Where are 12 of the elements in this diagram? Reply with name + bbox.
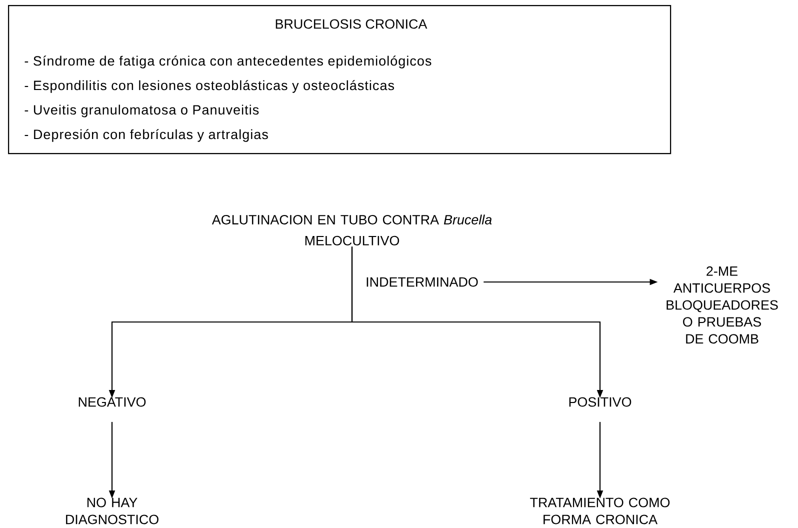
alternative-tests-text: 2-ME ANTICUERPOS BLOQUEADORES O PRUEBAS DE COOMB — [666, 266, 778, 344]
outcome-text: NO HAY DIAGNOSTICO — [66, 498, 158, 524]
list-item: - Síndrome de fatiga crónica con antecedentes epidemiológicos — [24, 56, 432, 68]
list-item: - Depresión con febrículas y artralgias — [24, 129, 268, 142]
result-label: NEGATIVO — [78, 397, 146, 407]
list-item: - Uveitis granulomatosa o Panuveitis — [24, 104, 259, 118]
list-item: - Espondilitis con lesiones osteoblásticas y osteoclásticas — [24, 80, 394, 93]
result-label: POSITIVO — [569, 397, 632, 407]
test-label: AGLUTINACION EN TUBO CONTRA Brucella MELOCULTIVO — [212, 214, 492, 246]
box-heading: BRUCELOSIS CRONICA — [276, 19, 428, 29]
outcome-text: TRATAMIENTO COMO FORMA CRONICA — [530, 498, 670, 524]
result-label: INDETERMINADO — [366, 277, 478, 287]
